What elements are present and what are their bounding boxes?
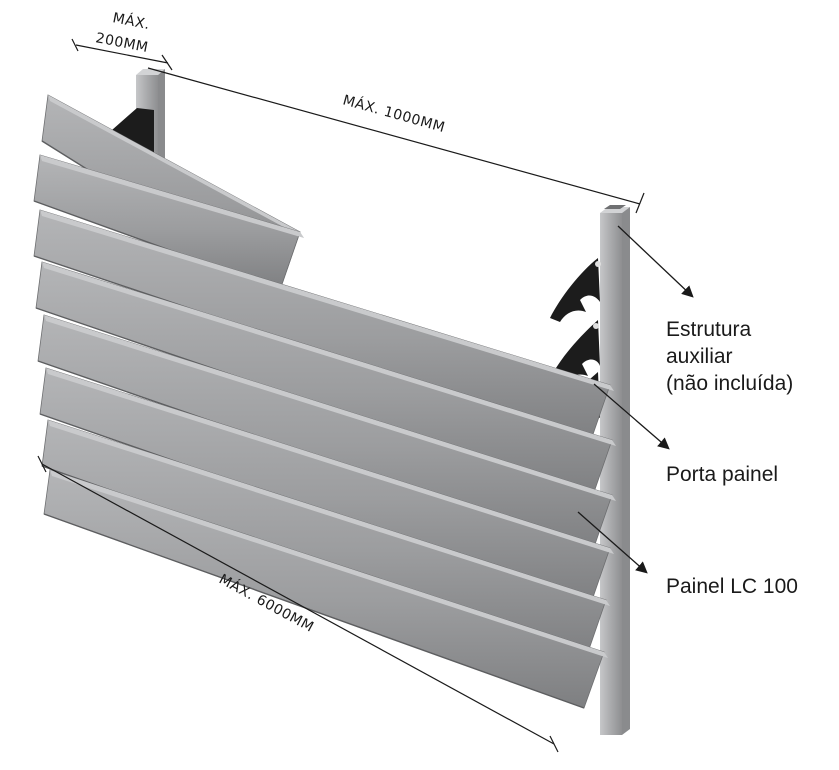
callout-structure-line2: auxiliar [666, 345, 733, 368]
callout-structure-line3: (não incluída) [666, 372, 794, 395]
callout-structure: Estrutura auxiliar (não incluída) [666, 316, 793, 397]
callout-structure-line1: Estrutura [666, 318, 752, 341]
bracket-spacing-line1: MÁX. [111, 9, 151, 33]
callout-panel-label: Painel LC 100 [666, 575, 798, 598]
bracket-spacing-value: 200MM [94, 30, 149, 56]
callout-bracket: Porta painel [666, 461, 778, 488]
post-spacing-label: MÁX. 1000MM [341, 91, 447, 136]
callout-panel: Painel LC 100 [666, 573, 798, 600]
leader-arrows [577, 225, 694, 574]
callout-bracket-label: Porta painel [666, 463, 779, 486]
panel-slat [43, 469, 608, 709]
dimension-lines [37, 38, 645, 753]
panel-slats [33, 94, 616, 709]
